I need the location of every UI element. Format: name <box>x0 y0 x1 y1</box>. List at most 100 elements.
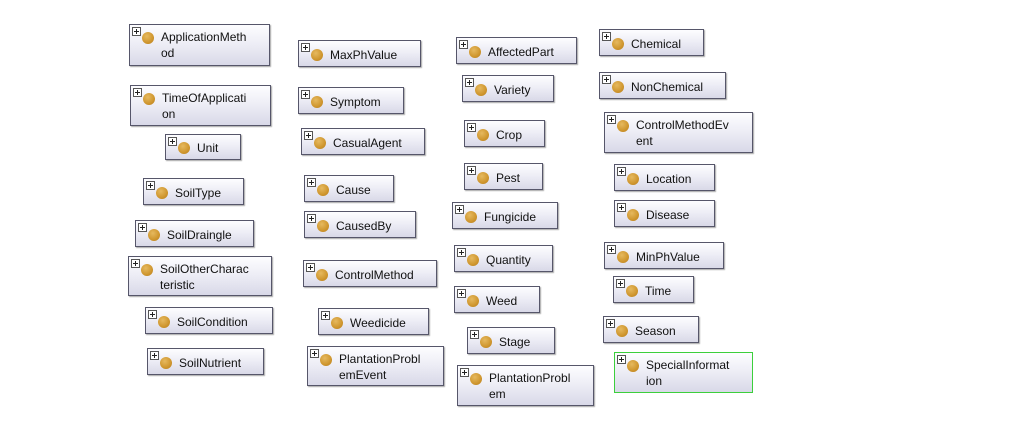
expand-plus-icon[interactable] <box>467 123 476 132</box>
expand-plus-icon[interactable] <box>617 203 626 212</box>
class-circle-icon <box>317 184 329 196</box>
class-circle-icon <box>141 264 153 276</box>
expand-plus-icon[interactable] <box>321 311 330 320</box>
expand-plus-icon[interactable] <box>131 259 140 268</box>
class-node-variety[interactable]: Variety <box>462 75 554 102</box>
class-node-time[interactable]: Time <box>613 276 694 303</box>
expand-plus-icon[interactable] <box>617 167 626 176</box>
expand-plus-icon[interactable] <box>457 289 466 298</box>
class-node-label: CasualAgent <box>333 135 402 151</box>
class-node-label-line: PlantationProbl <box>339 352 421 366</box>
class-node-max-ph-value[interactable]: MaxPhValue <box>298 40 421 67</box>
class-node-label-line: Time <box>645 284 672 298</box>
class-node-soil-nutrient[interactable]: SoilNutrient <box>147 348 264 375</box>
class-node-label-line: CasualAgent <box>333 136 402 150</box>
class-node-fungicide[interactable]: Fungicide <box>452 202 558 229</box>
class-node-soil-draingle[interactable]: SoilDraingle <box>135 220 254 247</box>
expand-plus-icon[interactable] <box>301 90 310 99</box>
class-node-label: NonChemical <box>631 79 703 95</box>
expand-plus-icon[interactable] <box>467 166 476 175</box>
expand-plus-icon[interactable] <box>307 214 316 223</box>
expand-plus-icon[interactable] <box>150 351 159 360</box>
expand-plus-icon[interactable] <box>146 181 155 190</box>
class-node-quantity[interactable]: Quantity <box>454 245 553 272</box>
expand-plus-icon[interactable] <box>148 310 157 319</box>
class-node-soil-condition[interactable]: SoilCondition <box>145 307 273 334</box>
class-node-casual-agent[interactable]: CasualAgent <box>301 128 425 155</box>
class-circle-icon <box>627 173 639 185</box>
expand-plus-icon[interactable] <box>459 40 468 49</box>
class-node-label-line: Cause <box>336 183 371 197</box>
class-node-label: Disease <box>646 207 689 223</box>
class-node-caused-by[interactable]: CausedBy <box>304 211 416 238</box>
expand-plus-icon[interactable] <box>310 349 319 358</box>
expand-plus-icon[interactable] <box>138 223 147 232</box>
class-node-cause[interactable]: Cause <box>304 175 394 202</box>
class-node-label-line: SoilNutrient <box>179 356 242 370</box>
expand-plus-icon[interactable] <box>606 319 615 328</box>
expand-plus-icon[interactable] <box>306 263 315 272</box>
class-node-symptom[interactable]: Symptom <box>298 87 404 114</box>
class-node-label: Crop <box>496 127 522 143</box>
class-node-chemical[interactable]: Chemical <box>599 29 704 56</box>
expand-plus-icon[interactable] <box>301 43 310 52</box>
expand-plus-icon[interactable] <box>470 330 479 339</box>
expand-plus-icon[interactable] <box>616 279 625 288</box>
class-node-affected-part[interactable]: AffectedPart <box>456 37 577 64</box>
expand-plus-icon[interactable] <box>607 115 616 124</box>
expand-plus-icon[interactable] <box>602 75 611 84</box>
class-node-soil-type[interactable]: SoilType <box>143 178 244 205</box>
class-node-label-line: em <box>489 387 506 401</box>
class-node-label: Chemical <box>631 36 681 52</box>
class-node-label-line: Crop <box>496 128 523 142</box>
expand-plus-icon[interactable] <box>132 27 141 36</box>
expand-plus-icon[interactable] <box>460 368 469 377</box>
class-circle-icon <box>142 32 154 44</box>
class-node-label: AffectedPart <box>488 44 554 60</box>
class-node-min-ph-value[interactable]: MinPhValue <box>604 242 724 269</box>
expand-plus-icon[interactable] <box>607 245 616 254</box>
class-node-location[interactable]: Location <box>614 164 715 191</box>
class-node-weed[interactable]: Weed <box>454 286 540 313</box>
class-node-label: Weed <box>486 293 517 309</box>
class-node-label-line: Location <box>646 172 692 186</box>
expand-plus-icon[interactable] <box>602 32 611 41</box>
expand-plus-icon[interactable] <box>133 88 142 97</box>
class-node-label-line: Quantity <box>486 253 531 267</box>
class-circle-icon <box>311 96 323 108</box>
class-node-stage[interactable]: Stage <box>467 327 555 354</box>
class-node-label: MinPhValue <box>636 249 700 265</box>
expand-plus-icon[interactable] <box>465 78 474 87</box>
class-node-label-line: od <box>161 46 175 60</box>
expand-plus-icon[interactable] <box>457 248 466 257</box>
class-node-weedicide[interactable]: Weedicide <box>318 308 429 335</box>
class-node-label: Location <box>646 171 691 187</box>
expand-plus-icon[interactable] <box>307 178 316 187</box>
class-node-control-method[interactable]: ControlMethod <box>303 260 437 287</box>
class-circle-icon <box>320 354 332 366</box>
class-node-season[interactable]: Season <box>603 316 699 343</box>
expand-plus-icon[interactable] <box>617 355 626 364</box>
class-node-non-chemical[interactable]: NonChemical <box>599 72 726 99</box>
class-node-disease[interactable]: Disease <box>614 200 715 227</box>
class-node-pest[interactable]: Pest <box>464 163 543 190</box>
expand-plus-icon[interactable] <box>168 137 177 146</box>
class-node-label-line: ent <box>636 134 653 148</box>
expand-plus-icon[interactable] <box>304 131 313 140</box>
class-node-unit[interactable]: Unit <box>165 134 241 160</box>
class-node-crop[interactable]: Crop <box>464 120 545 147</box>
class-node-label-line: SoilType <box>175 186 222 200</box>
class-node-label-line: Symptom <box>330 95 381 109</box>
expand-plus-icon[interactable] <box>455 205 464 214</box>
